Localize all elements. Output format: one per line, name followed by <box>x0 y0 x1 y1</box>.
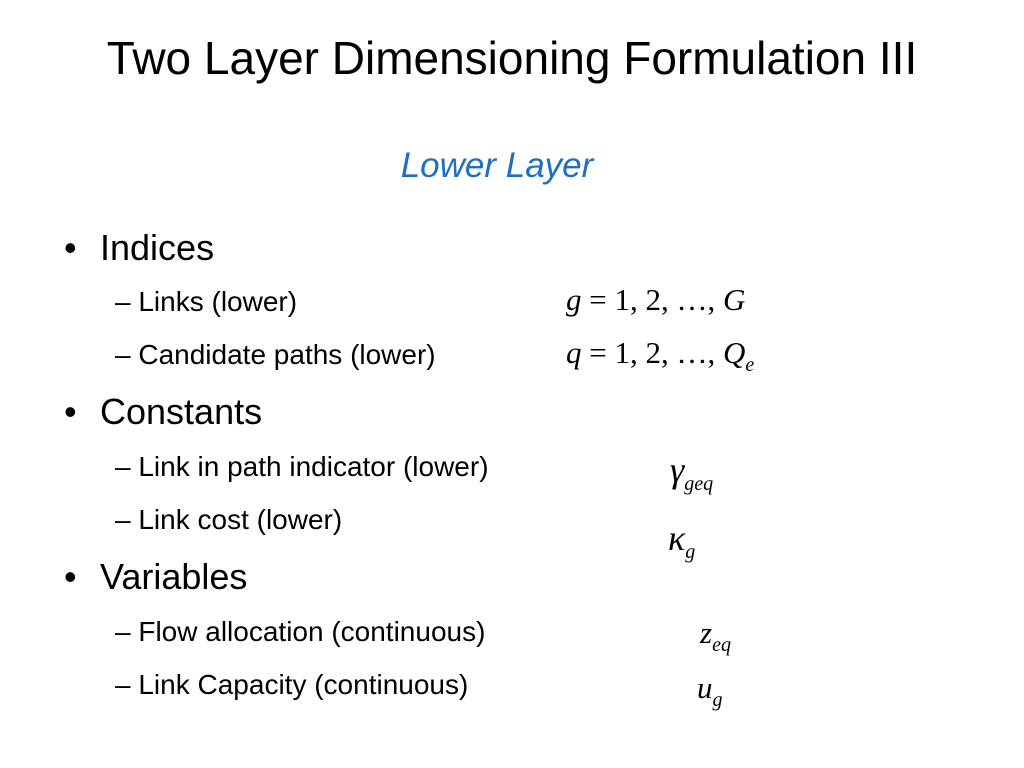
sub-item-flow-allocation: – Flow allocation (continuous) <box>115 615 485 649</box>
dash: – <box>115 616 131 647</box>
bullet-indices: • Indices <box>64 228 214 268</box>
dash: – <box>115 286 131 317</box>
item-label: Link in path indicator (lower) <box>138 451 489 482</box>
sub-item-link-cost: – Link cost (lower) <box>115 503 342 537</box>
sub-item-link-capacity: – Link Capacity (continuous) <box>115 668 468 702</box>
dash: – <box>115 339 131 370</box>
dash: – <box>115 504 131 535</box>
section-heading: Indices <box>100 227 215 268</box>
sub-item-links: – Links (lower) <box>115 285 297 319</box>
bullet-constants: • Constants <box>64 392 262 432</box>
math-u-g: ug <box>697 670 723 711</box>
sub-item-path-indicator: – Link in path indicator (lower) <box>115 450 489 484</box>
dash: – <box>115 669 131 700</box>
slide-subtitle: Lower Layer <box>400 146 594 185</box>
item-label: Link Capacity (continuous) <box>138 669 469 700</box>
bullet-variables: • Variables <box>64 557 247 597</box>
dash: – <box>115 451 131 482</box>
sub-item-paths: – Candidate paths (lower) <box>115 338 436 372</box>
bullet-dot: • <box>64 227 77 268</box>
item-label: Links (lower) <box>138 286 298 317</box>
slide-title: Two Layer Dimensioning Formulation III <box>106 32 918 84</box>
math-z-eq: zeq <box>700 615 731 656</box>
math-paths-range: q = 1, 2, …, Qe <box>566 335 755 376</box>
math-gamma-geq: γgeq <box>670 450 714 495</box>
math-links-range: g = 1, 2, …, G <box>566 282 746 317</box>
item-label: Flow allocation (continuous) <box>138 616 486 647</box>
bullet-dot: • <box>64 391 77 432</box>
section-heading: Variables <box>100 556 248 597</box>
math-kappa-g: κg <box>668 518 696 563</box>
item-label: Link cost (lower) <box>138 504 343 535</box>
item-label: Candidate paths (lower) <box>138 339 436 370</box>
section-heading: Constants <box>100 391 263 432</box>
bullet-dot: • <box>64 556 77 597</box>
